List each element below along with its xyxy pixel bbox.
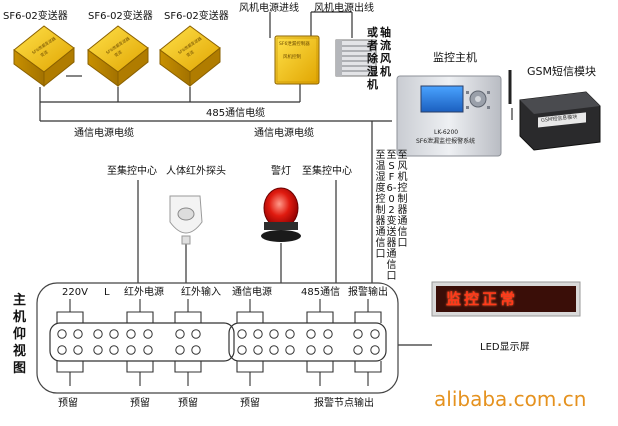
terminal-screw — [93, 345, 103, 355]
cable-485-label: 485通信电缆 — [206, 108, 266, 119]
note-to-temp-humidity-controller: 至温湿度控制器通信口 — [375, 150, 386, 260]
terminal-label-ir-input: 红外输入 — [181, 287, 221, 298]
gsm-module-device — [508, 70, 601, 151]
to-control-center-label-2: 至集控中心 — [302, 166, 352, 177]
led-display-device — [431, 281, 581, 317]
terminal-screw — [191, 345, 201, 355]
terminal-label-220v: 220V — [62, 287, 88, 298]
axial-fan-device — [335, 39, 377, 77]
led-display-label: LED显示屏 — [480, 342, 530, 353]
monitor-caption-label: SF6泄漏监控报警系统 — [416, 138, 476, 145]
terminal-screw — [73, 345, 83, 355]
transmitter-label-3: SF6-02变送器 — [164, 11, 229, 22]
watermark: alibaba.com.cn — [434, 387, 587, 411]
terminal-screw — [306, 329, 316, 339]
terminal-screw — [253, 345, 263, 355]
to-control-center-label-1: 至集控中心 — [107, 166, 157, 177]
terminal-screw — [353, 345, 363, 355]
terminal-screws — [57, 329, 380, 355]
terminal-label-comm-power: 通信电源 — [232, 287, 272, 298]
terminal-screw — [269, 329, 279, 339]
fan-controller-device — [274, 35, 320, 85]
terminal-screw — [57, 329, 67, 339]
terminal-screw — [143, 329, 153, 339]
bottom-label-reserved-1: 预留 — [58, 398, 78, 409]
led-display-text: 监控正常 — [446, 290, 519, 308]
fan-controller-text: SF6泄漏控制器 — [279, 42, 310, 47]
terminal-screw — [109, 345, 119, 355]
terminal-screw — [285, 329, 295, 339]
terminal-screw — [191, 329, 201, 339]
terminal-screw — [175, 329, 185, 339]
terminal-screw — [126, 329, 136, 339]
cable-lines — [39, 11, 513, 346]
transmitter-box-1 — [13, 25, 75, 88]
gsm-module-title: GSM短信模块 — [527, 65, 596, 78]
terminal-label-l: L — [104, 287, 110, 298]
cable-comm-power-left-label: 通信电源电缆 — [74, 128, 134, 139]
fan-note-dehumidifier: 或者除湿机 — [367, 26, 378, 91]
terminal-screw — [370, 329, 380, 339]
terminal-label-485: 485通信 — [301, 287, 341, 298]
terminal-screw — [323, 329, 333, 339]
bottom-label-reserved-3: 预留 — [178, 398, 198, 409]
fan-power-out-label: 风机电源出线 — [314, 3, 374, 14]
note-to-sf6-transmitter: 至SF6-02变送器通信口 — [386, 150, 397, 282]
terminal-screw — [73, 329, 83, 339]
monitor-host-title: 监控主机 — [433, 51, 477, 64]
transmitter-label-2: SF6-02变送器 — [88, 11, 153, 22]
fan-controller-text2: 风机控制 — [283, 55, 301, 60]
terminal-screw — [253, 329, 263, 339]
terminal-screw — [93, 329, 103, 339]
host-rear-view-label: 主机仰视图 — [13, 293, 27, 376]
terminal-screw — [237, 329, 247, 339]
note-to-fan-controller: 至风机控制器通信口 — [397, 150, 408, 249]
terminal-screw — [237, 345, 247, 355]
monitor-model-label: LK-6200 — [434, 129, 459, 136]
ir-probe-label: 人体红外探头 — [166, 166, 226, 177]
terminal-screw — [57, 345, 67, 355]
cable-comm-power-right-label: 通信电源电缆 — [254, 128, 314, 139]
terminal-screw — [306, 345, 316, 355]
terminal-screw — [126, 345, 136, 355]
terminal-screw — [269, 345, 279, 355]
transmitter-box-3 — [159, 25, 221, 88]
terminal-label-alarm-output: 报警输出 — [348, 287, 388, 298]
terminal-label-ir-power: 红外电源 — [124, 287, 164, 298]
terminal-screw — [285, 345, 295, 355]
transmitter-label-1: SF6-02变送器 — [3, 11, 68, 22]
bottom-label-alarm-node-output: 报警节点输出 — [314, 398, 374, 409]
ir-probe-device — [169, 195, 203, 245]
alarm-light-device — [261, 187, 301, 242]
terminal-screw — [109, 329, 119, 339]
bottom-label-reserved-4: 预留 — [240, 398, 260, 409]
terminal-screw — [353, 329, 363, 339]
host-panel — [36, 282, 399, 394]
alarm-light-label: 警灯 — [271, 166, 291, 177]
fan-power-in-label: 风机电源进线 — [239, 3, 299, 14]
monitor-host-device — [396, 75, 502, 157]
transmitter-box-2 — [87, 25, 149, 88]
terminal-screw — [370, 345, 380, 355]
fan-note-axial: 轴流风机 — [380, 26, 391, 78]
terminal-screw — [143, 345, 153, 355]
terminal-screw — [175, 345, 185, 355]
bottom-label-reserved-2: 预留 — [130, 398, 150, 409]
terminal-screw — [323, 345, 333, 355]
